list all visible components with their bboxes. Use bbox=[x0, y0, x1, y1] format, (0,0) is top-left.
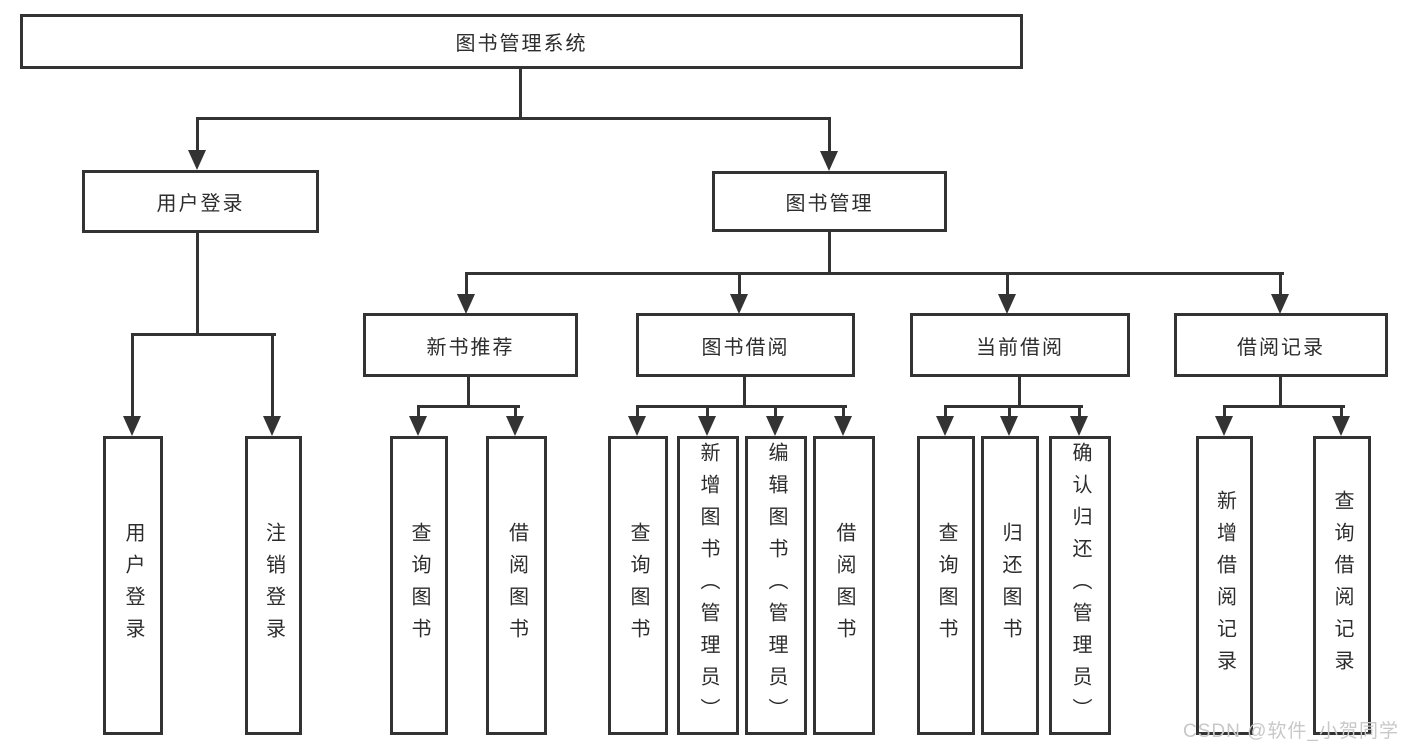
csdn-watermark: CSDN @软件_小贺同学 bbox=[1183, 721, 1399, 742]
connector-recommend-arm1 bbox=[417, 405, 420, 418]
connector-borrow-stem bbox=[743, 376, 746, 408]
leaf-add-books-admin-label: 新增图书（管理员） bbox=[697, 441, 719, 730]
arrow-borrow-arm3 bbox=[766, 416, 784, 436]
connector-current-arm2 bbox=[1008, 405, 1011, 418]
connector-to-leaf-user-login bbox=[131, 333, 134, 417]
connector-to-leaf-logout bbox=[271, 333, 274, 417]
node-borrow-records-label: 借阅记录 bbox=[1237, 336, 1325, 359]
arrow-to-borrow-records bbox=[1271, 294, 1289, 314]
connector-records-rail bbox=[1223, 405, 1345, 408]
arrow-recommend-arm2 bbox=[506, 416, 524, 436]
leaf-query-books-borrow: 查询图书 bbox=[608, 436, 668, 735]
connector-current-arm3 bbox=[1078, 405, 1081, 418]
leaf-borrow-books: 借阅图书 bbox=[813, 436, 875, 735]
connector-book-management-stem bbox=[828, 232, 831, 275]
node-new-book-recommend-label: 新书推荐 bbox=[426, 336, 515, 359]
arrow-recommend-arm1 bbox=[409, 416, 427, 436]
node-book-management-label: 图书管理 bbox=[785, 193, 874, 215]
arrow-to-user-login bbox=[188, 150, 206, 170]
node-user-login-label: 用户登录 bbox=[156, 193, 245, 215]
connector-records-stem bbox=[1279, 376, 1282, 408]
leaf-edit-books-admin: 编辑图书（管理员） bbox=[745, 436, 807, 735]
leaf-query-books-recommend: 查询图书 bbox=[390, 436, 448, 735]
connector-to-current-borrow bbox=[1006, 272, 1009, 298]
connector-root-stem bbox=[519, 67, 522, 120]
leaf-add-borrow-record-label: 新增借阅记录 bbox=[1213, 489, 1236, 682]
connector-records-arm1 bbox=[1223, 405, 1226, 418]
connector-level3-rail bbox=[465, 272, 1284, 275]
leaf-add-borrow-record: 新增借阅记录 bbox=[1196, 436, 1253, 735]
arrow-borrow-arm1 bbox=[628, 416, 646, 436]
leaf-query-borrow-record: 查询借阅记录 bbox=[1313, 436, 1371, 735]
connector-to-book-management bbox=[828, 117, 831, 153]
leaf-query-books-borrow-label: 查询图书 bbox=[627, 521, 649, 650]
leaf-edit-books-admin-label: 编辑图书（管理员） bbox=[765, 441, 787, 730]
leaf-query-books-current: 查询图书 bbox=[917, 436, 975, 735]
arrow-to-new-book-recommend bbox=[457, 294, 475, 314]
node-user-login: 用户登录 bbox=[82, 170, 319, 233]
node-new-book-recommend: 新书推荐 bbox=[363, 313, 578, 377]
node-book-management: 图书管理 bbox=[712, 171, 947, 232]
node-current-borrow: 当前借阅 bbox=[910, 313, 1130, 377]
arrow-current-arm1 bbox=[936, 416, 954, 436]
node-book-borrow: 图书借阅 bbox=[636, 313, 855, 377]
leaf-user-login-label: 用户登录 bbox=[122, 521, 144, 650]
arrow-to-leaf-logout bbox=[263, 416, 281, 436]
connector-borrow-arm2 bbox=[706, 405, 709, 418]
leaf-query-books-recommend-label: 查询图书 bbox=[408, 521, 430, 650]
arrow-to-book-management bbox=[820, 151, 838, 171]
arrow-to-leaf-user-login bbox=[123, 416, 141, 436]
connector-to-new-book-recommend bbox=[465, 272, 468, 298]
connector-borrow-rail bbox=[636, 405, 847, 408]
arrow-to-book-borrow bbox=[730, 294, 748, 314]
connector-records-arm2 bbox=[1340, 405, 1343, 418]
leaf-borrow-books-recommend-label: 借阅图书 bbox=[505, 521, 528, 650]
arrow-current-arm3 bbox=[1070, 416, 1088, 436]
node-root-label: 图书管理系统 bbox=[455, 33, 588, 55]
connector-user-login-stem bbox=[196, 233, 199, 336]
connector-to-user-login bbox=[196, 117, 199, 153]
leaf-query-borrow-record-label: 查询借阅记录 bbox=[1331, 489, 1353, 682]
node-root: 图书管理系统 bbox=[20, 14, 1023, 69]
connector-recommend-arm2 bbox=[514, 405, 517, 418]
connector-to-book-borrow bbox=[738, 272, 741, 298]
connector-borrow-arm3 bbox=[774, 405, 777, 418]
leaf-logout-label: 注销登录 bbox=[262, 521, 285, 650]
node-current-borrow-label: 当前借阅 bbox=[976, 336, 1064, 359]
arrow-borrow-arm4 bbox=[834, 416, 852, 436]
leaf-return-books: 归还图书 bbox=[981, 436, 1039, 735]
node-borrow-records: 借阅记录 bbox=[1174, 313, 1388, 377]
leaf-return-books-label: 归还图书 bbox=[999, 521, 1021, 650]
leaf-user-login: 用户登录 bbox=[103, 436, 163, 735]
connector-user-login-rail bbox=[131, 333, 276, 336]
leaf-query-books-current-label: 查询图书 bbox=[935, 521, 957, 650]
leaf-confirm-return-admin: 确认归还（管理员） bbox=[1049, 436, 1111, 735]
arrow-borrow-arm2 bbox=[698, 416, 716, 436]
node-book-borrow-label: 图书借阅 bbox=[701, 336, 790, 359]
leaf-borrow-books-label: 借阅图书 bbox=[833, 521, 855, 650]
leaf-logout: 注销登录 bbox=[245, 436, 302, 735]
connector-to-borrow-records bbox=[1279, 272, 1282, 298]
leaf-confirm-return-admin-label: 确认归还（管理员） bbox=[1069, 441, 1091, 730]
arrow-to-current-borrow bbox=[998, 294, 1016, 314]
connector-recommend-rail bbox=[417, 405, 520, 408]
connector-recommend-stem bbox=[467, 376, 470, 408]
connector-current-stem bbox=[1018, 376, 1021, 408]
connector-current-arm1 bbox=[944, 405, 947, 418]
connector-current-rail bbox=[944, 405, 1083, 408]
leaf-borrow-books-recommend: 借阅图书 bbox=[486, 436, 547, 735]
arrow-current-arm2 bbox=[1000, 416, 1018, 436]
leaf-add-books-admin: 新增图书（管理员） bbox=[677, 436, 739, 735]
connector-borrow-arm1 bbox=[636, 405, 639, 418]
connector-borrow-arm4 bbox=[842, 405, 845, 418]
arrow-records-arm2 bbox=[1332, 416, 1350, 436]
connector-level2-rail bbox=[197, 117, 831, 120]
arrow-records-arm1 bbox=[1215, 416, 1233, 436]
